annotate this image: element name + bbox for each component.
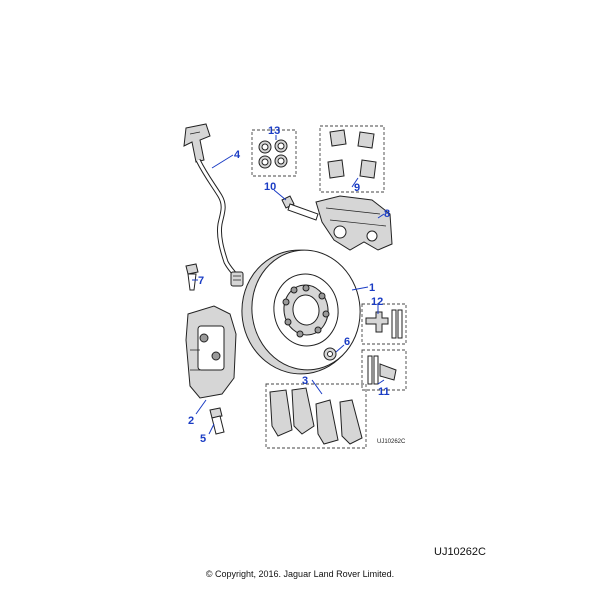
diagram-reference-code: UJ10262C	[434, 546, 486, 558]
callout-2[interactable]: 2	[188, 415, 194, 427]
callout-10[interactable]: 10	[264, 181, 276, 193]
callout-4[interactable]: 4	[234, 149, 241, 161]
brake-caliper-illustration	[185, 305, 237, 399]
brake-pad-set-illustration	[265, 383, 367, 449]
pad-kit-illustration	[319, 125, 385, 193]
caliper-bolt-illustration	[209, 407, 225, 435]
guide-pin-kit-illustration	[361, 303, 407, 345]
bolt-illustration	[281, 195, 319, 221]
callout-6[interactable]: 6	[344, 336, 350, 348]
seal-kit-illustration	[251, 129, 297, 177]
callout-12[interactable]: 12	[371, 296, 383, 308]
brake-hose-illustration	[183, 123, 244, 287]
bleed-screw-illustration	[185, 263, 199, 291]
leader-lines	[192, 135, 385, 435]
caliper-carrier-illustration	[315, 195, 393, 251]
callout-9[interactable]: 9	[354, 182, 360, 194]
callout-1[interactable]: 1	[369, 282, 375, 294]
diagram-reference-small: UJ10262C	[377, 439, 406, 445]
brake-disc-illustration	[241, 249, 361, 375]
copyright-notice: © Copyright, 2016. Jaguar Land Rover Lim…	[205, 569, 395, 579]
callout-8[interactable]: 8	[384, 208, 390, 220]
pin-kit-illustration	[361, 349, 407, 391]
callout-13[interactable]: 13	[268, 125, 280, 137]
callout-5[interactable]: 5	[200, 433, 206, 445]
retaining-clip-illustration	[323, 347, 337, 361]
callout-3[interactable]: 3	[302, 375, 308, 387]
callout-7[interactable]: 7	[198, 275, 204, 287]
callout-11[interactable]: 11	[378, 386, 390, 398]
